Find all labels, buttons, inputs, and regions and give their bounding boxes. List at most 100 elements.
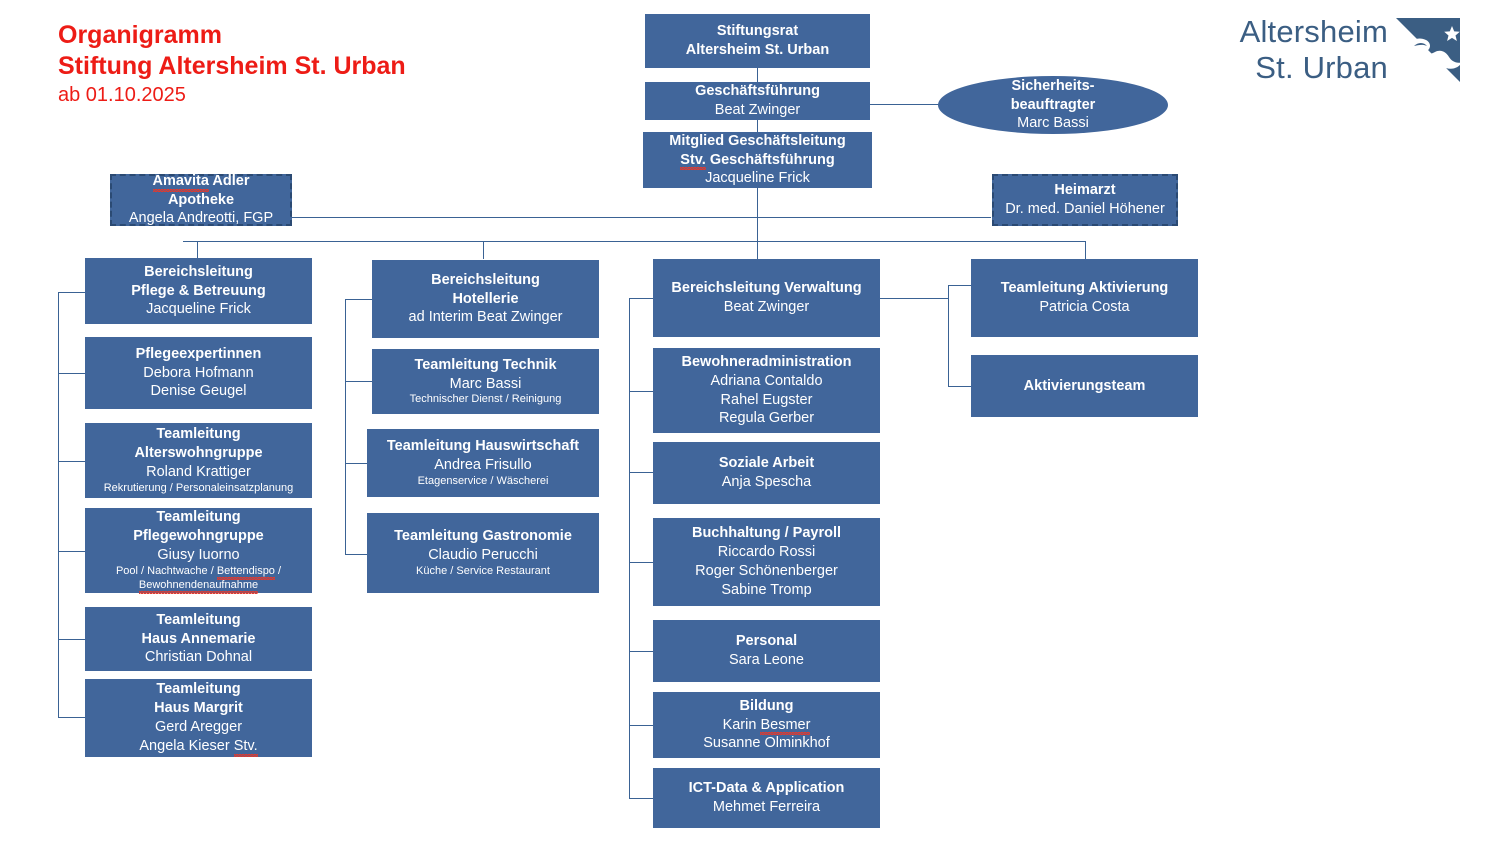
tl-alterswohngruppe-title2: Alterswohngruppe <box>134 445 263 462</box>
connector-stub-technik <box>345 381 373 382</box>
node-ict-data-application[interactable]: ICT-Data & Application Mehmet Ferreira <box>653 768 880 828</box>
node-tl-pflegewohngruppe[interactable]: Teamleitung Pflegewohngruppe Giusy Iuorn… <box>85 508 312 594</box>
logo-line-2: St. Urban <box>1255 49 1388 85</box>
apotheke-title2: Apotheke <box>167 191 235 208</box>
soziale-arbeit-person: Anja Spescha <box>721 474 812 490</box>
buchhaltung-person2: Roger Schönenberger <box>695 563 838 579</box>
buchhaltung-person3: Sabine Tromp <box>721 581 812 598</box>
node-tl-haus-margrit[interactable]: Teamleitung Haus Margrit Gerd Aregger An… <box>85 679 312 757</box>
buchhaltung-person: Riccardo Rossi <box>717 544 816 561</box>
tl-haus-margrit-person2: Angela Kieser Stv. <box>139 737 258 757</box>
node-geschaeftsfuehrung[interactable]: Geschäftsführung Beat Zwinger <box>645 82 870 120</box>
node-personal[interactable]: Personal Sara Leone <box>653 620 880 682</box>
sicherheitsbeauftragter-person: Marc Bassi <box>1017 115 1089 132</box>
pflegeexpertinnen-person2: Denise Geugel <box>150 383 247 400</box>
bewohneradmin-person: Adriana Contaldo <box>710 372 823 389</box>
bl-verwaltung-title: Bereichsleitung Verwaltung <box>671 280 862 297</box>
ict-title: ICT-Data & Application <box>688 780 845 797</box>
tl-technik-note: Technischer Dienst / Reinigung <box>409 393 562 406</box>
company-logo: Altersheim St. Urban <box>1196 14 1464 88</box>
tl-gastronomie-title: Teamleitung Gastronomie <box>394 528 572 545</box>
bewohneradmin-person3: Regula Gerber <box>718 410 815 427</box>
lion-star-crest-icon <box>1392 18 1462 86</box>
tl-haus-margrit-title: Teamleitung <box>156 681 241 698</box>
tl-hauswirtschaft-note: Etagenservice / Wäscherei <box>417 474 549 487</box>
node-sicherheitsbeauftragter[interactable]: Sicherheits- beauftragter Marc Bassi <box>938 76 1168 134</box>
title-line-1: Organigramm <box>58 21 222 49</box>
connector-stub-bl-verwaltung <box>629 298 655 299</box>
connector-spine-verwaltung <box>629 298 630 798</box>
node-tl-gastronomie[interactable]: Teamleitung Gastronomie Claudio Perucchi… <box>367 513 599 593</box>
bl-verwaltung-person: Beat Zwinger <box>723 299 810 315</box>
node-mitglied-geschaeftsleitung[interactable]: Mitglied Geschäftsleitung Stv. Geschäfts… <box>643 132 872 188</box>
connector-distributor-bar <box>183 241 1086 242</box>
connector-drop-pflege <box>197 241 198 259</box>
title-line-2: Stiftung Altersheim St. Urban <box>58 51 406 80</box>
heimarzt-title: Heimarzt <box>1054 182 1116 199</box>
node-buchhaltung-payroll[interactable]: Buchhaltung / Payroll Riccardo Rossi Rog… <box>653 518 880 606</box>
mitglied-gl-person: Jacqueline Frick <box>705 170 810 187</box>
connector-drop-aktivierung <box>1085 241 1086 259</box>
apotheke-person: Angela Andreotti, FGP <box>128 210 274 227</box>
node-tl-haus-annemarie[interactable]: Teamleitung Haus Annemarie Christian Doh… <box>85 607 312 671</box>
connector-drop-hotellerie <box>483 241 484 259</box>
tl-gastronomie-note: Küche / Service Restaurant <box>416 564 550 577</box>
tl-haus-annemarie-title: Teamleitung <box>156 611 241 628</box>
buchhaltung-title: Buchhaltung / Payroll <box>691 525 842 542</box>
node-pflegeexpertinnen[interactable]: Pflegeexpertinnen Debora Hofmann Denise … <box>85 337 312 409</box>
tl-hauswirtschaft-title: Teamleitung Hauswirtschaft <box>386 438 580 455</box>
title-line-3: ab 01.10.2025 <box>58 84 186 106</box>
tl-technik-title: Teamleitung Technik <box>414 356 557 373</box>
connector-stub-bildung <box>629 725 655 726</box>
tl-haus-annemarie-title2: Haus Annemarie <box>141 630 256 647</box>
tl-alterswohngruppe-note: Rekrutierung / Personaleinsatzplanung <box>103 481 294 494</box>
node-bewohneradministration[interactable]: Bewohneradministration Adriana Contaldo … <box>653 348 880 433</box>
node-aktivierungsteam[interactable]: Aktivierungsteam <box>971 355 1198 417</box>
sicherheitsbeauftragter-title: Sicherheits- <box>1011 77 1095 94</box>
personal-title: Personal <box>735 633 798 650</box>
mitglied-gl-subtitle: Stv. Geschäftsführung <box>680 151 835 171</box>
geschaeftsfuehrung-title: Geschäftsführung <box>695 83 820 100</box>
node-heimarzt[interactable]: Heimarzt Dr. med. Daniel Höhener <box>992 174 1178 226</box>
connector-stub-gastronomie <box>345 554 373 555</box>
tl-pflegewohngruppe-person: Giusy Iuorno <box>157 547 240 564</box>
node-bildung[interactable]: Bildung Karin Besmer Susanne Olminkhof <box>653 692 880 758</box>
tl-haus-annemarie-person: Christian Dohnal <box>144 649 253 666</box>
tl-aktivierung-title: Teamleitung Aktivierung <box>1000 280 1169 297</box>
connector-stub-bl-pflege <box>58 292 86 293</box>
aktivierungsteam-title: Aktivierungsteam <box>1023 377 1146 394</box>
ict-person: Mehmet Ferreira <box>712 799 821 815</box>
node-bl-verwaltung[interactable]: Bereichsleitung Verwaltung Beat Zwinger <box>653 259 880 337</box>
bl-pflege-title2: Pflege & Betreuung <box>131 282 266 299</box>
connector-trunk-gl <box>757 120 758 136</box>
tl-pflegewohngruppe-note2: Bewohnendenaufnahme <box>138 578 259 594</box>
node-stiftungsrat[interactable]: Stiftungsrat Altersheim St. Urban <box>645 14 870 68</box>
connector-stub-buchhaltung <box>629 562 655 563</box>
node-tl-hauswirtschaft[interactable]: Teamleitung Hauswirtschaft Andrea Frisul… <box>367 429 599 497</box>
connector-stub-personal <box>629 651 655 652</box>
node-apotheke[interactable]: Amavita Adler Apotheke Angela Andreotti,… <box>110 173 292 227</box>
connector-stub-ict <box>629 798 655 799</box>
node-tl-alterswohngruppe[interactable]: Teamleitung Alterswohngruppe Roland Krat… <box>85 423 312 498</box>
personal-person: Sara Leone <box>729 652 804 668</box>
connector-stub-pflegewohngruppe <box>58 551 86 552</box>
node-tl-technik[interactable]: Teamleitung Technik Marc Bassi Technisch… <box>372 349 599 414</box>
geschaeftsfuehrung-person: Beat Zwinger <box>714 102 801 118</box>
node-bl-hotellerie[interactable]: Bereichsleitung Hotellerie ad Interim Be… <box>372 260 599 338</box>
tl-gastronomie-person: Claudio Perucchi <box>428 547 538 564</box>
connector-stub-bl-hotellerie <box>345 299 373 300</box>
connector-stub-soziale-arbeit <box>629 472 655 473</box>
connector-verwaltung-to-aktivierung <box>880 298 948 299</box>
connector-stub-bewohneradmin <box>629 391 655 392</box>
node-bl-pflege[interactable]: Bereichsleitung Pflege & Betreuung Jacqu… <box>85 258 312 324</box>
connector-spine-pflege <box>58 292 59 717</box>
connector-staff-line <box>291 217 991 218</box>
connector-trunk-down <box>757 188 758 244</box>
bl-hotellerie-person: ad Interim Beat Zwinger <box>408 309 563 326</box>
node-tl-aktivierung[interactable]: Teamleitung Aktivierung Patricia Costa <box>971 259 1198 337</box>
connector-trunk-main <box>757 68 758 84</box>
pflegeexpertinnen-title: Pflegeexpertinnen <box>135 345 262 362</box>
node-soziale-arbeit[interactable]: Soziale Arbeit Anja Spescha <box>653 442 880 504</box>
connector-gf-to-sicherheitsbeauftragter <box>869 104 941 105</box>
connector-stub-haus-annemarie <box>58 639 86 640</box>
